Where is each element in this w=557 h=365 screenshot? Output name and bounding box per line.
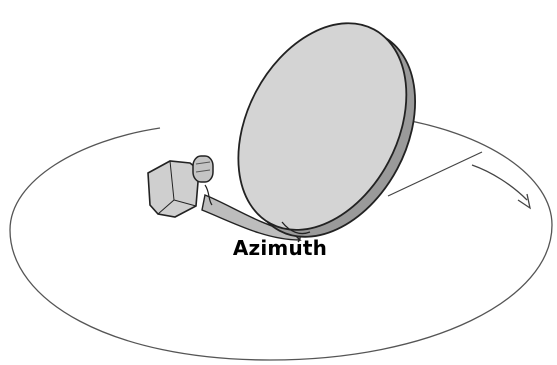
azimuth-label: Azimuth <box>225 236 335 260</box>
rotation-arrow-icon <box>472 165 530 208</box>
